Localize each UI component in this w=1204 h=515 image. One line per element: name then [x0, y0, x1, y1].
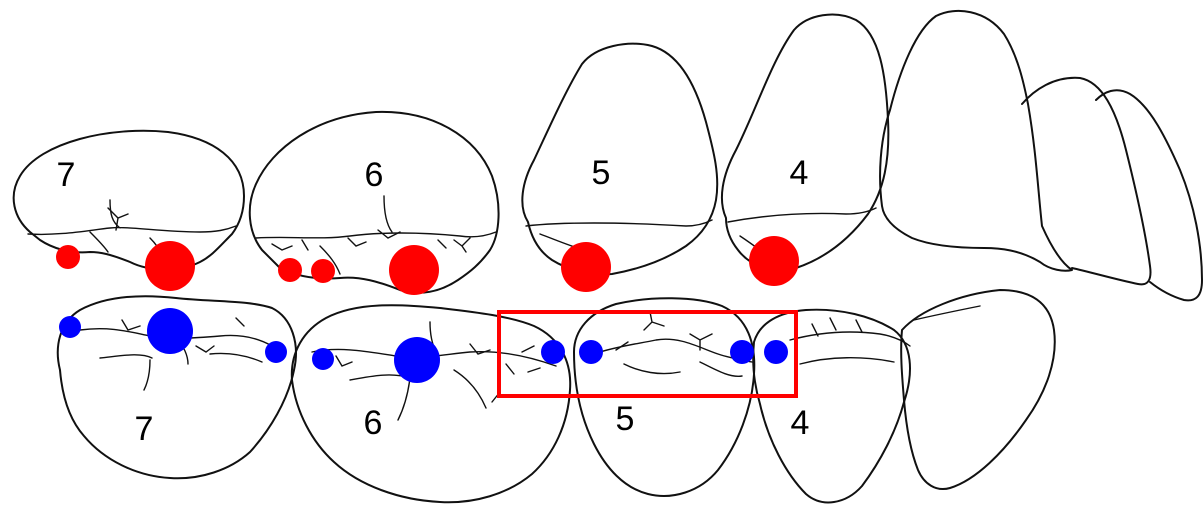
highlight-box: [497, 310, 798, 398]
upper-tooth-7-label: 7: [57, 156, 76, 194]
upper-contact-point: [145, 241, 195, 291]
upper-tooth-6-outline: [248, 110, 500, 294]
upper-tooth-2-outline: [1021, 76, 1152, 286]
lower-contact-points: [59, 308, 788, 383]
upper-tooth-5-groove: [525, 219, 713, 251]
lower-contact-point: [59, 316, 81, 338]
upper-tooth-7-groove: [27, 199, 237, 257]
lower-contact-point: [541, 340, 565, 364]
lower-contact-point: [730, 340, 754, 364]
upper-contact-point: [561, 242, 611, 292]
lower-contact-point: [579, 340, 603, 364]
upper-tooth-6-groove: [255, 195, 497, 275]
lower-tooth-5-fissure: [615, 311, 713, 351]
upper-tooth-6-label: 6: [365, 156, 384, 194]
lower-tooth-3-outline: [900, 289, 1056, 490]
lower-contact-point: [147, 308, 193, 354]
upper-tooth-7-outline: [12, 129, 245, 271]
upper-contact-points: [56, 236, 799, 295]
lower-tooth-6-label: 6: [364, 404, 383, 442]
lower-tooth-4-label: 4: [791, 404, 810, 442]
lower-arch: [56, 289, 1056, 504]
lower-tooth-3-groove: [913, 305, 981, 321]
lower-contact-point: [312, 348, 334, 370]
upper-tooth-5-label: 5: [592, 154, 611, 192]
upper-tooth-5-outline: [521, 42, 719, 276]
upper-tooth-4-outline: [720, 13, 890, 271]
lower-tooth-4-groove: [789, 331, 911, 365]
upper-contact-point: [389, 245, 439, 295]
lower-tooth-4-fissure: [811, 317, 863, 337]
upper-contact-point: [311, 259, 335, 283]
lower-tooth-6-outline: [290, 304, 572, 504]
lower-tooth-4-outline: [752, 308, 911, 504]
upper-tooth-6-fissure: [271, 229, 471, 253]
tooth-numbers: 7 6 5 4 7 6 5 4: [57, 154, 810, 448]
upper-contact-point: [56, 245, 80, 269]
lower-tooth-7-label: 7: [135, 410, 154, 448]
upper-tooth-3-outline: [879, 9, 1073, 272]
lower-tooth-5-label: 5: [616, 400, 635, 438]
lower-tooth-7-fissure: [121, 317, 245, 353]
upper-tooth-7-fissure: [107, 207, 129, 231]
lower-contact-point: [394, 337, 440, 383]
lower-contact-point: [764, 340, 788, 364]
lower-tooth-6-fissure: [335, 343, 541, 403]
lower-tooth-5-outline: [573, 297, 756, 497]
lower-tooth-7-outline: [56, 295, 297, 480]
lower-contact-point: [265, 341, 287, 363]
upper-contact-point: [749, 236, 799, 286]
upper-tooth-4-label: 4: [790, 154, 809, 192]
upper-contact-point: [278, 258, 302, 282]
upper-tooth-1-outline: [1095, 89, 1203, 302]
